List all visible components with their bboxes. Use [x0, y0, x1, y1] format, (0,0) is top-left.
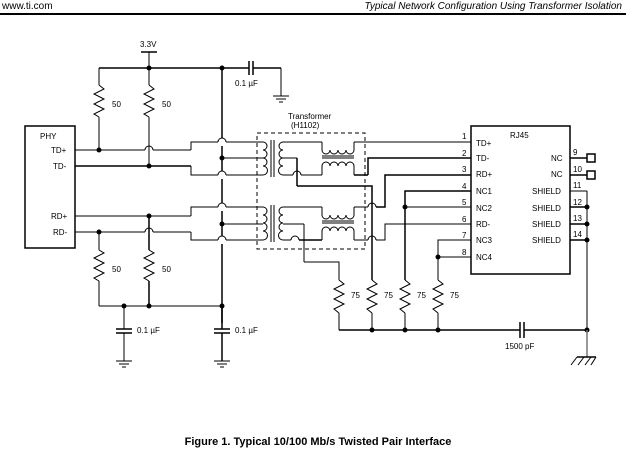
capacitor-bottom-left-label: 0.1 µF	[137, 326, 160, 335]
junction-dot	[369, 327, 375, 333]
rj45-pin-name: RD+	[476, 170, 493, 179]
transformer-box	[256, 132, 366, 250]
junction-dot	[402, 327, 408, 333]
wire-rd-minus	[75, 227, 263, 241]
chassis-ground-icon	[570, 330, 597, 366]
rj45-pin-name: SHIELD	[532, 236, 561, 245]
rj45-pin-num: 4	[462, 182, 467, 191]
phy-pin-td-minus: TD-	[53, 162, 67, 171]
rj45-title: RJ45	[510, 131, 529, 140]
capacitor-bottom-left	[116, 306, 132, 368]
phy-pin-td-plus: TD+	[51, 146, 67, 155]
rj45-right-pins: 9 NC 10 NC 11 SHIELD 12 SHIELD 13 SHIELD…	[532, 148, 582, 245]
rj45-pin-num: 5	[462, 198, 467, 207]
rj45-block	[470, 125, 571, 275]
junction-dot	[402, 204, 408, 210]
wire-td-minus	[75, 165, 263, 176]
rj45-pin-num: 7	[462, 231, 467, 240]
capacitor-bottom-center	[214, 306, 230, 368]
nc3-wire	[437, 239, 460, 280]
ct-tx-wire	[297, 185, 373, 280]
rj45-pin-num: 12	[573, 198, 582, 207]
resistor-75-1-label: 75	[351, 291, 360, 300]
header-section-title: Typical Network Configuration Using Tran…	[364, 1, 622, 12]
junction-dot	[584, 237, 590, 243]
rj45-pin-name: RD-	[476, 220, 491, 229]
rj45-pin-num: 2	[462, 149, 467, 158]
junction-dot	[435, 254, 441, 260]
header-site-link[interactable]: www.ti.com	[2, 1, 53, 12]
resistor-pullup-2	[142, 68, 156, 166]
resistor-75-3	[398, 279, 412, 314]
phy-title: PHY	[40, 132, 57, 141]
rj45-pin-num: 14	[573, 230, 582, 239]
rj45-pin-name: NC4	[476, 253, 493, 262]
no-connect-terminal-icon	[586, 170, 596, 180]
resistor-75-3-label: 75	[417, 291, 426, 300]
resistor-pullup-1	[92, 68, 106, 150]
rj45-pin-name: NC3	[476, 236, 493, 245]
resistor-pullup-1-label: 50	[112, 100, 121, 109]
resistor-75-4	[431, 279, 445, 314]
capacitor-shield	[519, 322, 587, 338]
rj45-pin-num: 1	[462, 132, 467, 141]
resistor-pulldown-2	[142, 216, 156, 306]
rj45-pin-num: 11	[573, 181, 582, 190]
rj45-pin-num: 6	[462, 215, 467, 224]
ct-rx-wire	[304, 261, 340, 280]
rj45-pin-name: NC2	[476, 204, 493, 213]
transformer-tx	[262, 140, 460, 186]
capacitor-shield-label: 1500 pF	[505, 342, 534, 351]
wire-rd-plus	[75, 202, 263, 217]
termination-resistors	[332, 279, 520, 331]
resistor-75-4-label: 75	[450, 291, 459, 300]
rj45-left-pin-lines	[460, 141, 471, 258]
rj45-left-pins: 1 TD+ 2 TD- 3 RD+ 4 NC1 5 NC2 6 RD- 7 NC…	[462, 132, 493, 262]
junction-dot	[146, 163, 152, 169]
rj45-pin-name: SHIELD	[532, 204, 561, 213]
nc1-wire	[404, 190, 460, 280]
junction-dot	[435, 327, 441, 333]
resistor-75-2-label: 75	[384, 291, 393, 300]
phy-pin-rd-plus: RD+	[51, 212, 68, 221]
capacitor-bottom-center-label: 0.1 µF	[235, 326, 258, 335]
phy-block	[24, 125, 76, 249]
junction-dot	[584, 204, 590, 210]
rj45-pin-name: NC1	[476, 187, 493, 196]
junction-dot	[96, 147, 102, 153]
resistor-pulldown-1-label: 50	[112, 265, 121, 274]
rj45-pin-name: SHIELD	[532, 187, 561, 196]
transformer-part: (H1102)	[291, 121, 320, 130]
resistor-pullup-2-label: 50	[162, 100, 171, 109]
rj45-pin-name: NC	[551, 154, 563, 163]
supply-label: 3.3V	[140, 40, 157, 49]
transformer-rx	[262, 174, 460, 262]
transformer-title: Transformer	[288, 112, 332, 121]
rj45-pin-num: 9	[573, 148, 578, 157]
no-connect-terminal-icon	[586, 153, 596, 163]
rj45-right-pin-lines	[570, 153, 596, 330]
capacitor-top-label: 0.1 µF	[235, 79, 258, 88]
resistor-pulldown-2-label: 50	[162, 265, 171, 274]
capacitor-top	[248, 61, 289, 103]
wire-td-plus	[75, 137, 263, 151]
header-divider	[0, 13, 626, 15]
rj45-pin-name: TD+	[476, 139, 492, 148]
rj45-pin-name: SHIELD	[532, 220, 561, 229]
figure-caption: Figure 1. Typical 10/100 Mb/s Twisted Pa…	[184, 436, 452, 448]
rj45-pin-num: 13	[573, 214, 582, 223]
rj45-pin-num: 10	[573, 165, 582, 174]
rj45-pin-num: 8	[462, 248, 467, 257]
resistor-75-2	[365, 279, 379, 314]
resistor-pulldown-1	[92, 232, 106, 306]
rj45-pin-name: TD-	[476, 154, 490, 163]
rj45-pin-num: 3	[462, 165, 467, 174]
resistor-75-1	[332, 279, 346, 314]
junction-dot	[146, 303, 152, 309]
junction-dot	[584, 221, 590, 227]
rj45-pin-name: NC	[551, 170, 563, 179]
phy-pin-rd-minus: RD-	[53, 228, 68, 237]
